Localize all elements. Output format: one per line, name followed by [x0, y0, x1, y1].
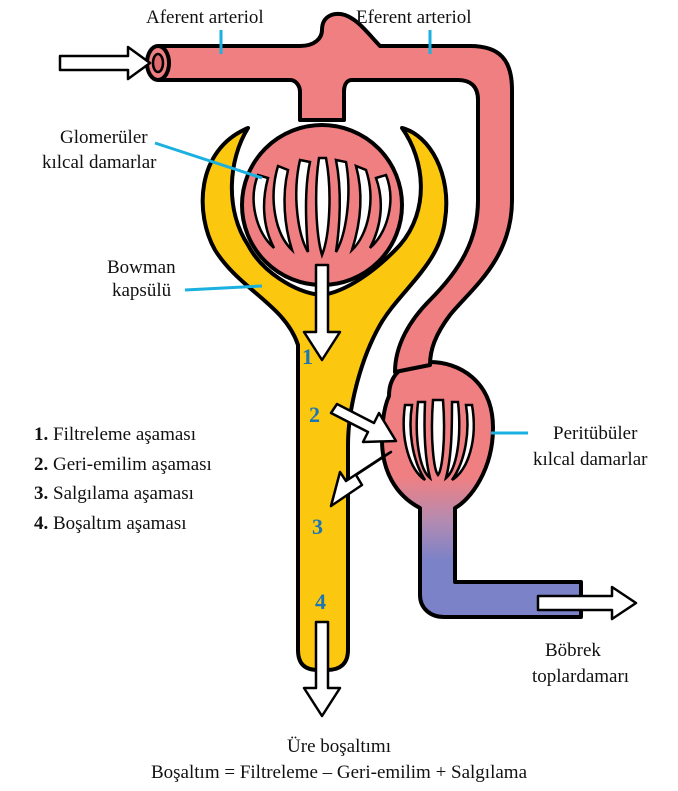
glomerular-label-line1: Glomerüler [60, 127, 148, 148]
step-number-3: 3 [312, 514, 323, 539]
vein-label-line1: Böbrek [545, 640, 601, 661]
bowman-label-line2: kapsülü [112, 280, 172, 301]
glomerulus [242, 125, 402, 285]
efferent-label: Eferent arteriol [356, 7, 472, 28]
peritubular-capillaries [382, 362, 581, 617]
stage-item: 2. Geri-emilim aşaması [34, 450, 212, 480]
glomerular-label-line2: kılcal damarlar [42, 152, 157, 173]
caption-line1: Üre boşaltımı [0, 736, 678, 758]
step-number-4: 4 [315, 589, 326, 614]
step-number-1: 1 [302, 344, 313, 369]
bowman-label-line1: Bowman [107, 257, 176, 278]
afferent-label: Aferent arteriol [146, 7, 264, 28]
stage-item: 1. Filtreleme aşaması [34, 420, 212, 450]
peritubular-label-line2: kılcal damarlar [533, 449, 648, 470]
caption-equation: Boşaltım = Filtreleme – Geri-emilim + Sa… [0, 762, 678, 784]
vein-label-line2: toplardamarı [532, 666, 629, 687]
afferent-inflow-arrow [60, 47, 150, 79]
stage-item: 3. Salgılama aşaması [34, 479, 212, 509]
stage-item: 4. Boşaltım aşaması [34, 509, 212, 539]
stage-list: 1. Filtreleme aşaması 2. Geri-emilim aşa… [34, 420, 212, 538]
step-number-2: 2 [309, 402, 320, 427]
peritubular-label-line1: Peritübüler [553, 423, 638, 444]
